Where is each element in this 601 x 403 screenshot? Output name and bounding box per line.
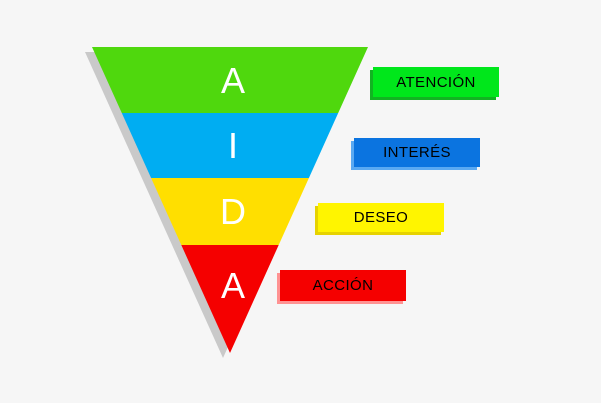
funnel-band-accion (181, 245, 279, 353)
label-deseo-text: DESEO (353, 209, 409, 226)
funnel-band-interes (121, 113, 339, 178)
label-accion: ACCIÓN (280, 270, 406, 301)
label-atencion: ATENCIÓN (373, 67, 499, 97)
label-interes-text: INTERÉS (383, 144, 451, 161)
stage-letter-deseo: D (220, 191, 246, 232)
label-atencion-text: ATENCIÓN (396, 73, 476, 91)
label-deseo: DESEO (318, 203, 444, 232)
stage-letter-interes: I (228, 125, 238, 166)
funnel-band-atencion (92, 47, 368, 113)
stage-letter-atencion: A (221, 60, 245, 101)
label-interes: INTERÉS (354, 138, 480, 167)
label-accion-text: ACCIÓN (312, 277, 374, 294)
stage-letter-accion: A (221, 265, 245, 306)
funnel-band-deseo (151, 178, 309, 245)
